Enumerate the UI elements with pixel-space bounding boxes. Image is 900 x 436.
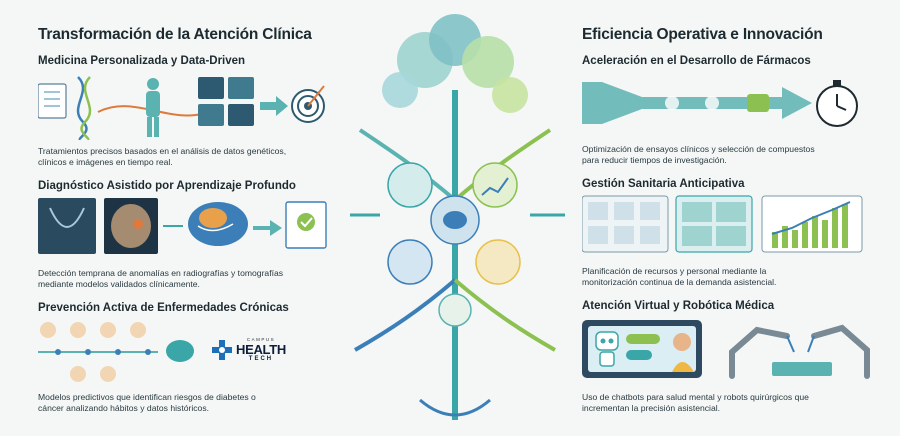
scan-panel-3 — [198, 104, 224, 126]
logo-top-text: CAMPUS — [246, 337, 276, 342]
branch-lower-left — [354, 278, 457, 352]
branch-left — [358, 128, 457, 202]
logo-bottom-text: TECH — [248, 355, 274, 362]
left-main-title: Transformación de la Atención Clínica — [38, 26, 312, 43]
section-title-drug-development: Aceleración en el Desarrollo de Fármacos — [582, 55, 811, 67]
diagnosis-illustration — [38, 198, 327, 254]
section-desc-personalized-medicine: Tratamientos precisos basados en el anál… — [38, 146, 287, 167]
section-desc-deep-learning-diagnosis: Detección temprana de anomalías en radio… — [38, 268, 284, 289]
scan-panel-1 — [198, 77, 224, 99]
logo-mark-icon — [212, 339, 232, 360]
right-main-title: Eficiencia Operativa e Innovación — [582, 26, 823, 43]
virtual-care-illustration — [582, 320, 870, 379]
chat-bubble-icon — [626, 334, 660, 344]
robot-chatbot-icon — [595, 331, 619, 367]
node-network-bubble — [387, 239, 433, 285]
section-title-personalized-medicine: Medicina Personalizada y Data-Driven — [38, 55, 246, 67]
roots — [419, 398, 491, 417]
campus-health-tech-logo: CAMPUS HEALTH TECH — [212, 337, 286, 362]
node-chart-bubble — [472, 162, 518, 208]
section-desc-chronic-disease-prevention: Modelos predictivos que identifican ries… — [38, 392, 256, 413]
brain-icon — [188, 202, 248, 246]
branch-lower-right — [453, 278, 556, 352]
clipboard-icon — [38, 83, 67, 119]
trend-line — [771, 201, 851, 235]
section-title-virtual-care-robotics: Atención Virtual y Robótica Médica — [582, 300, 775, 312]
target-icon — [291, 85, 325, 123]
scan-panel-2 — [228, 77, 254, 99]
apple-icon — [70, 366, 86, 382]
heart-icon — [130, 322, 146, 338]
arrow-right-icon — [253, 220, 282, 236]
node-dna-bubble — [387, 162, 433, 208]
management-illustration — [582, 195, 863, 253]
scan-panel-4 — [228, 104, 254, 126]
brain-icon — [166, 340, 194, 362]
arrow-right-icon — [260, 96, 288, 116]
central-tree-illustration — [350, 14, 565, 421]
stopwatch-icon — [816, 80, 858, 127]
section-desc-virtual-care-robotics: Uso de chatbots para salud mental y robo… — [582, 392, 809, 413]
section-title-chronic-disease-prevention: Prevención Activa de Enfermedades Crónic… — [38, 302, 289, 314]
node-small-bubble — [438, 293, 472, 327]
brain-icon — [443, 211, 467, 229]
molecule-icon — [705, 96, 719, 110]
drug-development-illustration — [582, 80, 858, 127]
pill-bottle-icon — [747, 94, 769, 112]
runner-icon — [70, 322, 86, 338]
funnel-arrow-icon — [582, 82, 812, 124]
section-title-deep-learning-diagnosis: Diagnóstico Asistido por Aprendizaje Pro… — [38, 180, 296, 192]
woman-avatar-icon — [672, 333, 694, 372]
dna-helix-icon — [76, 76, 92, 140]
section-desc-anticipatory-management: Planificación de recursos y personal med… — [582, 266, 777, 287]
chart-icon — [481, 177, 509, 196]
family-icon — [100, 366, 116, 382]
food-icon — [40, 322, 56, 338]
chat-bubble-icon — [626, 350, 652, 360]
prevention-illustration — [38, 322, 194, 382]
personalized-medicine-illustration — [38, 76, 325, 140]
molecule-icon — [665, 96, 679, 110]
node-gear-bubble — [475, 239, 521, 285]
branch-right — [453, 128, 552, 202]
human-body-icon — [146, 78, 160, 137]
logo-main-text: HEALTH — [236, 341, 286, 357]
person-icon — [100, 322, 116, 338]
section-title-anticipatory-management: Gestión Sanitaria Anticipativa — [582, 178, 745, 190]
surgical-robot-icon — [729, 324, 870, 379]
section-desc-drug-development: Optimización de ensayos clínicos y selec… — [582, 144, 815, 165]
cloud-bubbles — [382, 14, 528, 113]
